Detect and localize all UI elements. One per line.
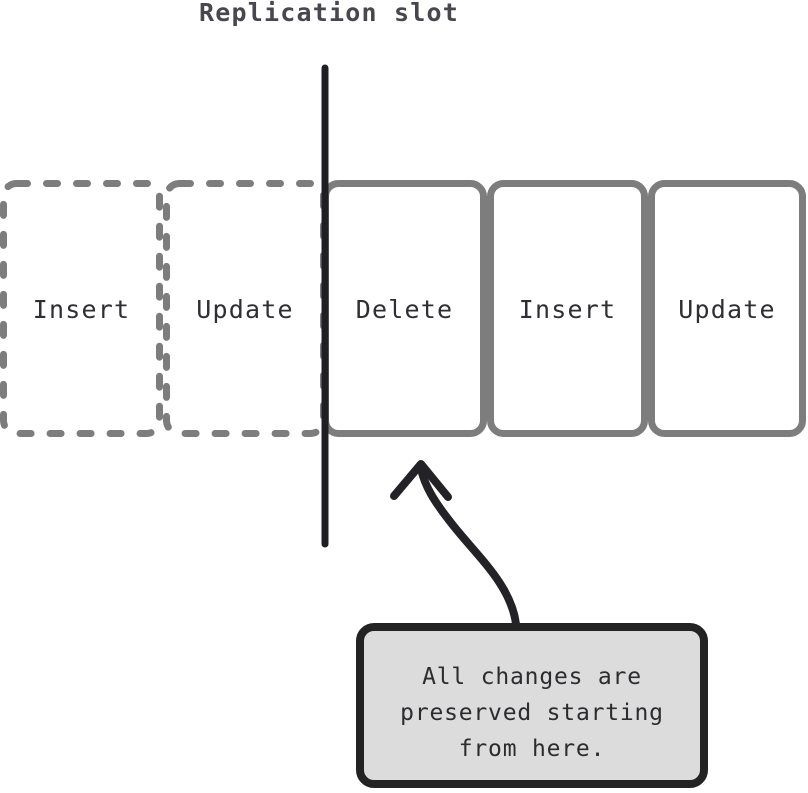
event-box-insert-dashed: Insert — [0, 180, 163, 437]
callout: All changes are preserved starting from … — [356, 623, 708, 788]
arrow-head — [390, 460, 452, 501]
arrow-shaft — [417, 465, 520, 628]
event-box-label: Insert — [33, 295, 131, 324]
event-box-update-dashed: Update — [163, 180, 327, 437]
event-box-rect — [487, 180, 648, 437]
callout-text-line: preserved starting — [400, 700, 664, 726]
event-box-label: Delete — [356, 295, 454, 324]
diagram-title: Replication slot — [199, 0, 459, 27]
event-box-rect — [0, 180, 163, 437]
event-box-update-solid: Update — [648, 180, 806, 437]
event-boxes: Insert Update Delete Insert Update — [0, 180, 806, 437]
event-box-rect — [648, 180, 806, 437]
callout-box — [356, 623, 708, 788]
event-box-label: Update — [678, 295, 776, 324]
event-box-rect — [163, 180, 327, 437]
event-box-label: Update — [196, 295, 294, 324]
curved-arrow-icon — [390, 460, 520, 628]
event-box-delete-solid: Delete — [322, 180, 487, 437]
event-box-insert-solid: Insert — [487, 180, 648, 437]
callout-text-line: All changes are — [422, 664, 642, 690]
event-box-label: Insert — [519, 295, 617, 324]
callout-text-line: from here. — [459, 736, 605, 762]
